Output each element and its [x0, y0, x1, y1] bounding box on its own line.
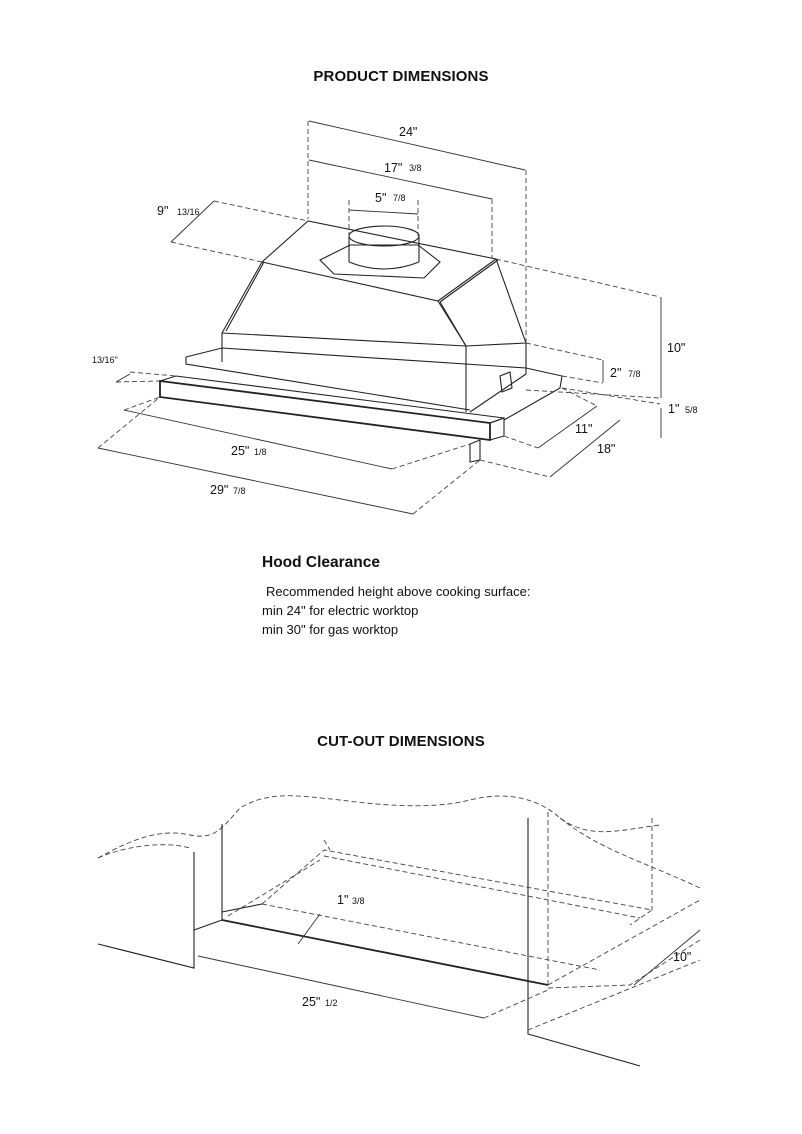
dim-17-line: [308, 159, 493, 200]
clearance-note: Recommended height above cooking surface…: [266, 584, 531, 599]
dim-29-frac: 7/8: [233, 486, 246, 496]
hood-clearance-title: Hood Clearance: [262, 554, 381, 571]
front-trim-bar: [159, 379, 491, 442]
cutout-dim-1-label: 1": [337, 893, 348, 907]
dim-2-label: 2": [610, 366, 621, 380]
dim-1-frac: 5/8: [685, 405, 698, 415]
ceiling-back-wave: [97, 795, 661, 859]
dim-25-frac: 1/8: [254, 447, 267, 457]
dim-25-label: 25": [231, 444, 249, 458]
cutout-dimensions-title: CUT-OUT DIMENSIONS: [317, 733, 485, 750]
product-dimension-lines: [97, 120, 662, 515]
control-knob: [499, 371, 513, 393]
cutout-inner-outline: [261, 849, 654, 926]
dim-24-label: 24": [399, 125, 417, 139]
left-cabinet: [97, 852, 195, 969]
dim-10-label: 10": [667, 341, 685, 355]
dim-18-label: 18": [597, 442, 615, 456]
cutout-dim-1-frac: 3/8: [352, 896, 365, 906]
dim-2-frac: 7/8: [628, 369, 641, 379]
right-cabinet: [527, 818, 641, 1067]
dim-29-label: 29": [210, 483, 228, 497]
cutout-dim-10-label: 10": [673, 950, 691, 964]
clearance-electric: min 24" for electric worktop: [262, 603, 419, 618]
cutout-dim-25-frac: 1/2: [325, 998, 338, 1008]
dim-9-label: 9": [157, 204, 168, 218]
cutout-drawing: [97, 795, 701, 1067]
cutout-dim-25-label: 25": [302, 995, 320, 1009]
hood-base-tray: [185, 347, 563, 421]
dim-11-label: 11": [575, 422, 592, 436]
hood-top-face: [260, 220, 498, 302]
hood-clearance-section: Hood Clearance Recommended height above …: [262, 554, 582, 639]
clearance-gas: min 30" for gas worktop: [262, 622, 399, 637]
dim-9-frac: 13/16: [177, 207, 200, 217]
dim-5-frac: 7/8: [393, 193, 406, 203]
duct-recess: [319, 244, 441, 279]
dim-17-frac: 3/8: [409, 163, 422, 173]
hood-right-side: [495, 258, 527, 374]
dim-17-label: 17": [384, 161, 402, 175]
dim-5-label: 5": [375, 191, 386, 205]
dim-1-label: 1": [668, 402, 679, 416]
hood-product-drawing: [159, 220, 563, 463]
hood-front-right-edge: [437, 300, 467, 412]
cutout-front-edge: [221, 919, 549, 986]
cutout-dimension-lines: [197, 913, 701, 1019]
dim-24-line: [308, 120, 526, 171]
dim-13-label: 13/16": [92, 355, 118, 365]
product-dimensions-title: PRODUCT DIMENSIONS: [313, 68, 489, 85]
